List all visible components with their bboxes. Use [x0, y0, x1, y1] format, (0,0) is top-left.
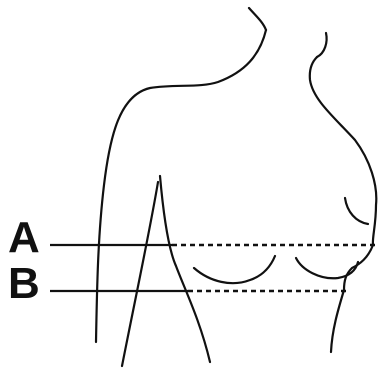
neck-back-outline — [317, 33, 327, 57]
underbust-left-curve — [194, 256, 275, 283]
measurement-label-a: A — [8, 216, 40, 260]
shoulder-back-outline — [96, 30, 266, 342]
underbust-right-curve — [296, 258, 358, 278]
bust-underside-outline — [344, 245, 373, 290]
arm-front-outline — [160, 176, 210, 362]
arm-inner-outline — [122, 182, 158, 366]
neck-front-outline — [249, 8, 266, 30]
bust-fold-outline — [345, 198, 368, 224]
chest-front-outline — [310, 57, 376, 245]
measurement-label-b: B — [8, 262, 40, 306]
front-waist-outline — [331, 290, 344, 352]
